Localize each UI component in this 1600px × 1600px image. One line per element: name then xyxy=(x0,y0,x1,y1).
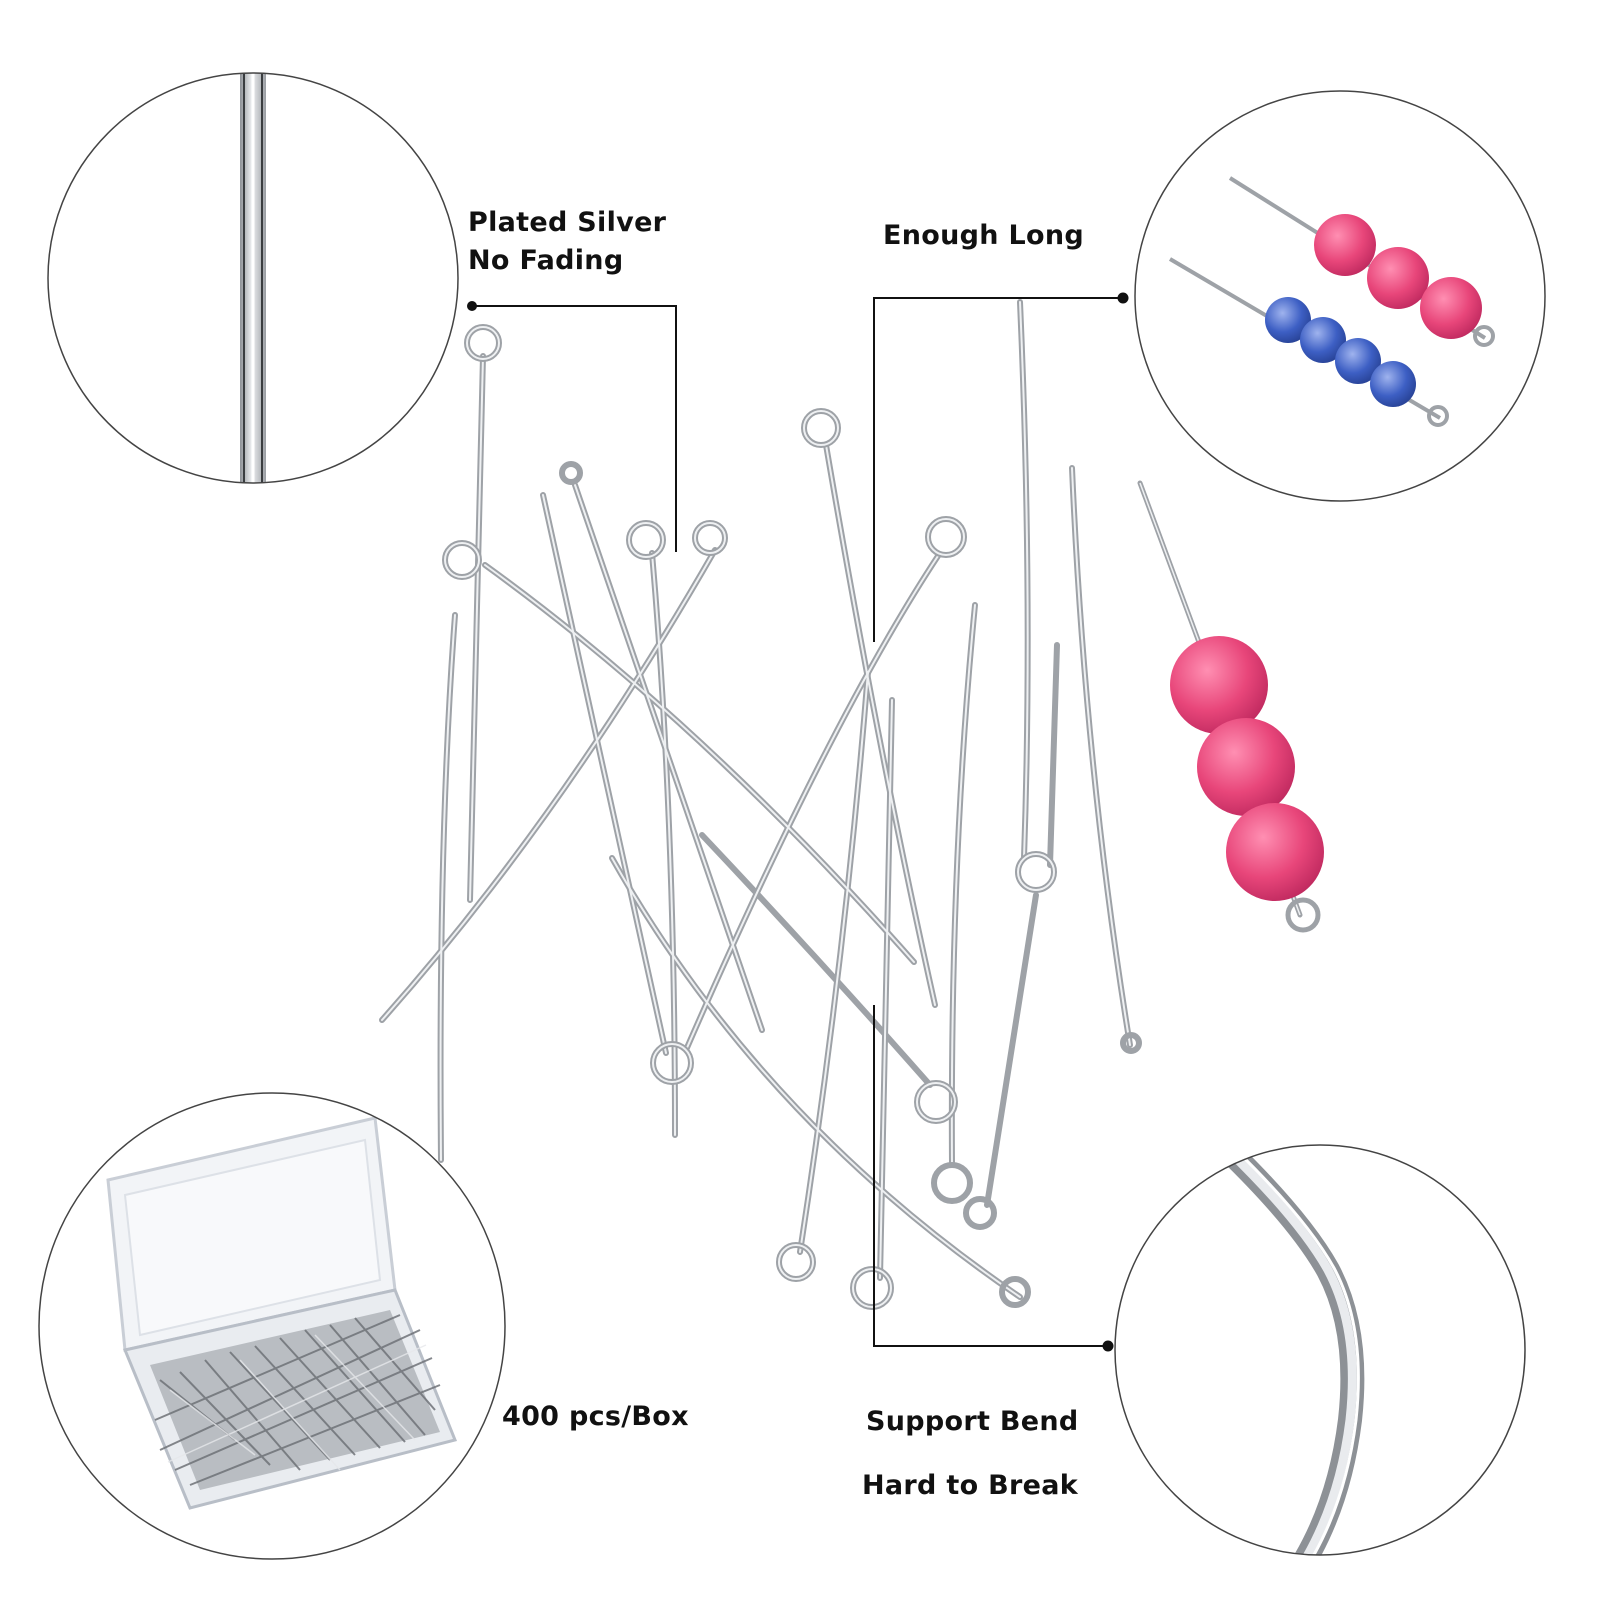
plated-silver-label: Plated Silver No Fading xyxy=(468,204,666,280)
bent-wire-icon xyxy=(1114,1144,1526,1556)
leader-line-plated xyxy=(467,301,677,552)
no-fading-line: No Fading xyxy=(468,245,624,276)
leader-line-enough-long xyxy=(873,292,1129,642)
hard-to-break-label: Hard to Break xyxy=(862,1470,1078,1501)
wire-closeup-icon xyxy=(47,72,459,484)
plated-silver-line: Plated Silver xyxy=(468,207,667,238)
enough-long-label: Enough Long xyxy=(883,220,1084,251)
beaded-pin-icon xyxy=(1137,480,1324,933)
eye-pin-pile xyxy=(379,299,1142,1310)
beaded-pins-closeup xyxy=(1134,90,1546,502)
leader-line-support-bend xyxy=(873,1005,1114,1352)
storage-box-icon xyxy=(38,1092,506,1560)
support-bend-label: Support Bend xyxy=(866,1406,1079,1437)
quantity-label: 400 pcs/Box xyxy=(502,1401,689,1432)
